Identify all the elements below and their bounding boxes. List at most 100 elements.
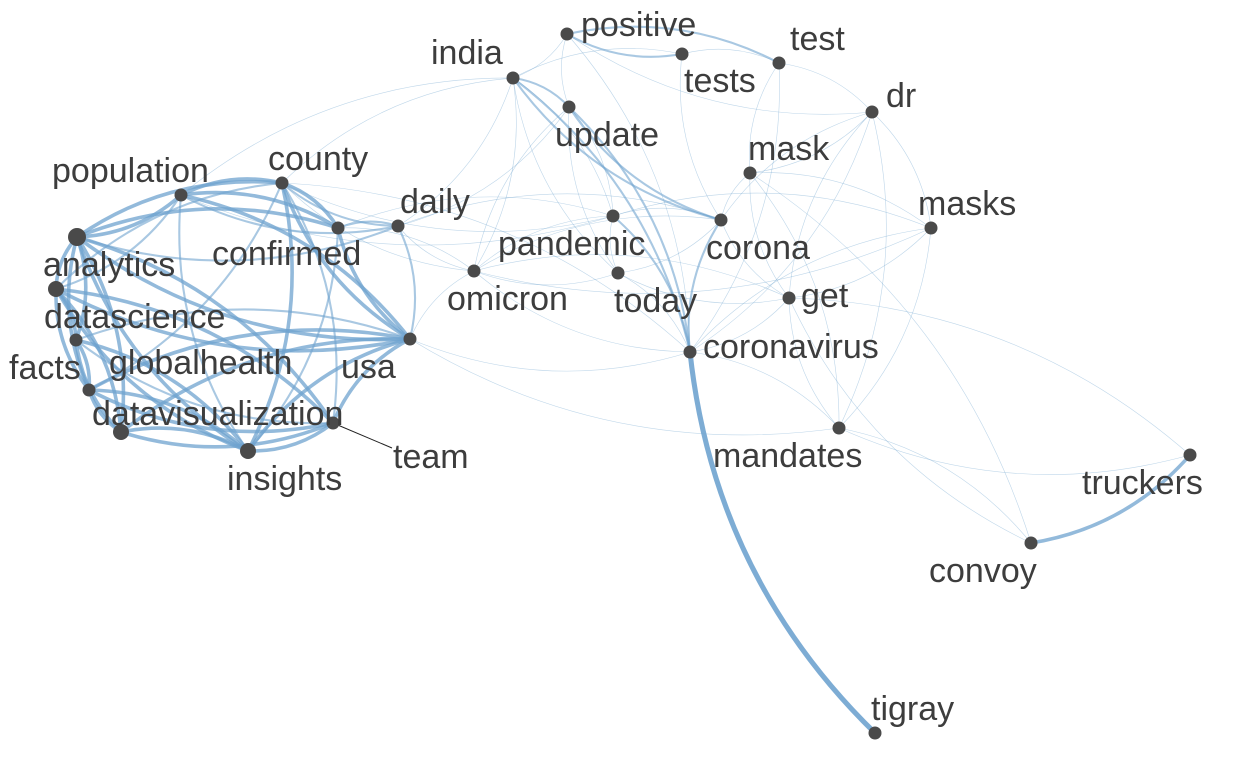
node-label-usa: usa bbox=[341, 348, 396, 386]
edge-corona-coronavirus bbox=[687, 218, 723, 354]
edge-masks-get bbox=[788, 227, 932, 299]
node-label-confirmed: confirmed bbox=[212, 235, 361, 273]
node-label-facts: facts bbox=[9, 349, 81, 387]
edge-globalhealth-team bbox=[87, 388, 335, 434]
edge-insights-population bbox=[178, 193, 250, 453]
edge-population-confirmed bbox=[179, 190, 340, 230]
edge-india-update bbox=[511, 76, 571, 109]
edge-update-pandemic bbox=[568, 106, 614, 217]
edge-datavisualization-usa bbox=[119, 336, 412, 434]
node-usa bbox=[403, 332, 417, 346]
edge-omicron-today bbox=[473, 270, 619, 286]
edge-globalhealth-county bbox=[87, 181, 284, 392]
edge-mandates-usa bbox=[409, 338, 840, 436]
node-label-omicron: omicron bbox=[447, 280, 568, 318]
node-label-dr: dr bbox=[886, 77, 916, 115]
edge-today-get bbox=[617, 272, 790, 304]
edge-get-mandates bbox=[788, 297, 840, 429]
node-label-team: team bbox=[393, 438, 469, 476]
node-label-positive: positive bbox=[581, 6, 696, 44]
node-corona bbox=[714, 213, 728, 227]
edge-update-corona bbox=[567, 105, 723, 222]
edge-population-daily bbox=[179, 193, 400, 235]
node-label-today: today bbox=[614, 282, 697, 320]
node-omicron bbox=[467, 264, 481, 278]
edge-convoy-get bbox=[788, 297, 1032, 544]
edge-mandates-truckers bbox=[838, 427, 1191, 475]
edge-masks-pandemic bbox=[612, 192, 932, 229]
node-get bbox=[782, 291, 796, 305]
edge-population-pandemic bbox=[180, 194, 614, 246]
edge-positive-dr bbox=[566, 33, 873, 115]
node-team bbox=[326, 416, 340, 430]
node-confirmed bbox=[331, 221, 345, 235]
edge-analytics-county bbox=[75, 179, 284, 239]
edge-india-pandemic bbox=[512, 77, 614, 217]
edge-masks-coronavirus bbox=[689, 227, 932, 353]
node-label-population: population bbox=[52, 152, 209, 190]
edge-mask-get bbox=[749, 172, 790, 299]
edge-test-dr bbox=[778, 62, 873, 113]
node-mandates bbox=[832, 421, 846, 435]
node-label-mask: mask bbox=[748, 130, 830, 168]
edge-positive-coronavirus bbox=[566, 33, 691, 353]
node-india bbox=[506, 71, 520, 85]
edge-daily-update bbox=[397, 106, 570, 227]
node-label-insights: insights bbox=[227, 460, 342, 498]
edge-update-today bbox=[568, 106, 619, 274]
edge-team-county bbox=[280, 181, 338, 425]
edge-insights-county bbox=[246, 181, 294, 453]
node-label-india: india bbox=[431, 34, 503, 72]
edge-corona-today bbox=[617, 219, 722, 274]
edge-test-coronavirus bbox=[689, 62, 780, 353]
node-tests bbox=[675, 47, 689, 61]
edge-pandemic-corona bbox=[612, 207, 722, 221]
node-population bbox=[174, 188, 188, 202]
node-datascience bbox=[48, 281, 64, 297]
edge-insights-team bbox=[246, 421, 335, 453]
edge-pandemic-confirmed bbox=[337, 196, 614, 229]
edge-india-today bbox=[512, 77, 619, 274]
node-positive bbox=[560, 27, 574, 41]
node-insights bbox=[240, 443, 256, 459]
edge-population-india bbox=[180, 77, 514, 196]
node-label-analytics: analytics bbox=[43, 246, 175, 284]
edge-mask-corona bbox=[720, 172, 751, 221]
edge-positive-test bbox=[565, 25, 781, 65]
node-masks bbox=[924, 221, 938, 235]
edge-truckers-convoy bbox=[1029, 453, 1192, 545]
edge-mask-dr bbox=[749, 111, 873, 174]
edge-datascience-population bbox=[54, 193, 183, 291]
edge-tests-corona bbox=[679, 53, 722, 221]
node-test bbox=[772, 56, 786, 70]
edge-dr-get bbox=[788, 111, 873, 299]
edge-dr-coronavirus bbox=[689, 111, 873, 353]
node-globalhealth bbox=[82, 383, 96, 397]
node-tigray bbox=[868, 726, 882, 740]
edge-mask-mandates bbox=[749, 172, 840, 429]
node-label-tests: tests bbox=[684, 62, 756, 100]
edge-truckers-get bbox=[788, 297, 1191, 456]
edge-pandemic-coronavirus bbox=[611, 214, 692, 354]
node-daily bbox=[391, 219, 405, 233]
nodes-layer bbox=[48, 27, 1197, 740]
edge-usa-daily bbox=[396, 224, 417, 341]
edge-daily-corona bbox=[397, 193, 722, 227]
edge-mandates-dr bbox=[838, 111, 887, 429]
edge-positive-update bbox=[561, 33, 570, 108]
edge-omicron-pandemic bbox=[473, 215, 614, 272]
edge-tests-test bbox=[681, 48, 780, 64]
node-dr bbox=[865, 105, 879, 119]
edge-analytics-population bbox=[75, 193, 183, 239]
edge-corona-get bbox=[720, 219, 790, 299]
node-label-daily: daily bbox=[400, 183, 470, 221]
edge-county-india bbox=[281, 77, 514, 184]
node-label-pandemic: pandemic bbox=[498, 225, 645, 263]
edge-omicron-corona bbox=[473, 215, 722, 272]
node-analytics bbox=[68, 228, 86, 246]
edge-coronavirus-mandates bbox=[689, 351, 840, 429]
edge-coronavirus-usa bbox=[409, 338, 691, 372]
edge-today-coronavirus bbox=[617, 272, 691, 353]
